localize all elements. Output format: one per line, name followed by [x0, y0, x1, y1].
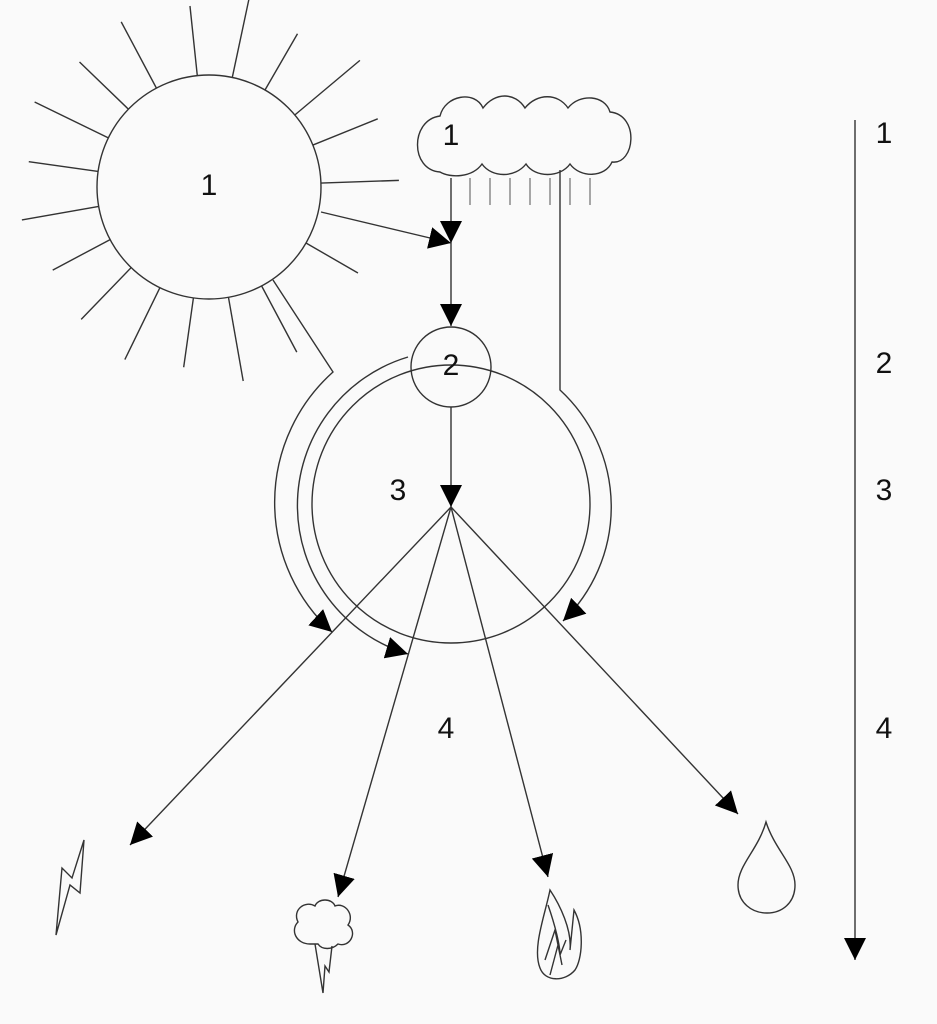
- sun-ray: [21, 205, 99, 221]
- node-4-label: 4: [438, 712, 455, 745]
- sun-ray: [124, 287, 161, 360]
- sun-to-junction-arrow: [320, 211, 452, 249]
- sun-ray: [312, 118, 379, 146]
- water-drop-icon: [737, 819, 796, 914]
- sun-ray: [189, 5, 198, 76]
- node2-bypass-arc-arrow: [296, 356, 409, 659]
- node-2-label: 2: [443, 349, 460, 382]
- sun-ray: [79, 61, 129, 110]
- scale-label-2: 2: [876, 347, 893, 380]
- cloud-label: 1: [443, 119, 460, 152]
- sun-ray: [227, 297, 244, 382]
- sun-ray: [305, 242, 359, 274]
- to-fire-arrow: [450, 506, 554, 878]
- sun-ray: [294, 59, 361, 116]
- sun-ray: [80, 267, 132, 320]
- sun-ray: [34, 101, 109, 139]
- scale-label-1: 1: [876, 117, 893, 150]
- fire-icon: [536, 888, 582, 980]
- sun-label: 1: [201, 169, 218, 202]
- sun-ray: [52, 238, 111, 271]
- sun-ray: [320, 179, 399, 184]
- node-3-label: 3: [390, 474, 407, 507]
- node-3-circle: [311, 364, 591, 644]
- sun-ray: [28, 160, 99, 173]
- sun-ray: [231, 0, 250, 78]
- sun-ray: [120, 21, 158, 89]
- rain-bypass-arc-arrow: [559, 170, 612, 622]
- rain-cloud-icon: [416, 95, 632, 205]
- scale-label-3: 3: [876, 474, 893, 507]
- storm-cloud-icon: [293, 899, 354, 994]
- sun-bypass-arc-arrow: [272, 279, 334, 633]
- sun-ray: [182, 297, 195, 368]
- sun-ray: [260, 285, 298, 353]
- scale-label-4: 4: [876, 712, 893, 745]
- to-lightning-arrow: [129, 506, 452, 846]
- sun-icon: [21, 0, 399, 382]
- lightning-icon: [55, 839, 85, 936]
- sun-ray: [264, 33, 299, 91]
- to-drop-arrow: [450, 506, 739, 815]
- to-storm-arrow: [333, 506, 452, 898]
